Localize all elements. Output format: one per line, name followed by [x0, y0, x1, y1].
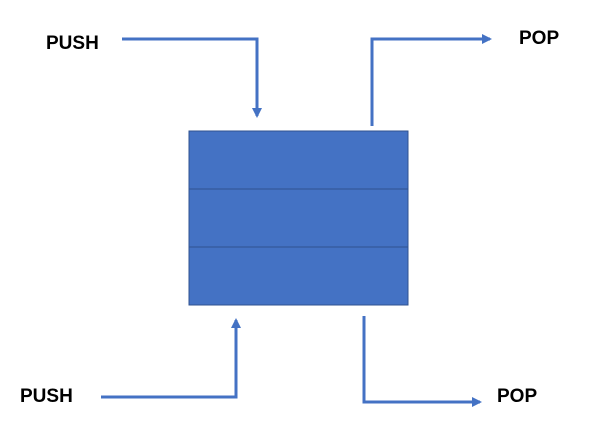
- stack-slot-bottom: [188, 246, 409, 306]
- push-top-label: PUSH: [46, 33, 99, 54]
- stack-slot-middle: [188, 188, 409, 248]
- pop-top-label: POP: [519, 28, 560, 49]
- stack-box: [188, 130, 409, 306]
- pop-top-arrow: [370, 34, 492, 126]
- push-bottom-label: PUSH: [20, 386, 73, 407]
- push-bottom-arrow: [101, 318, 241, 399]
- pop-bottom-label: POP: [497, 386, 538, 407]
- push-top-arrow: [122, 37, 262, 118]
- pop-bottom-arrow: [362, 316, 482, 407]
- stack-slot-top: [188, 130, 409, 190]
